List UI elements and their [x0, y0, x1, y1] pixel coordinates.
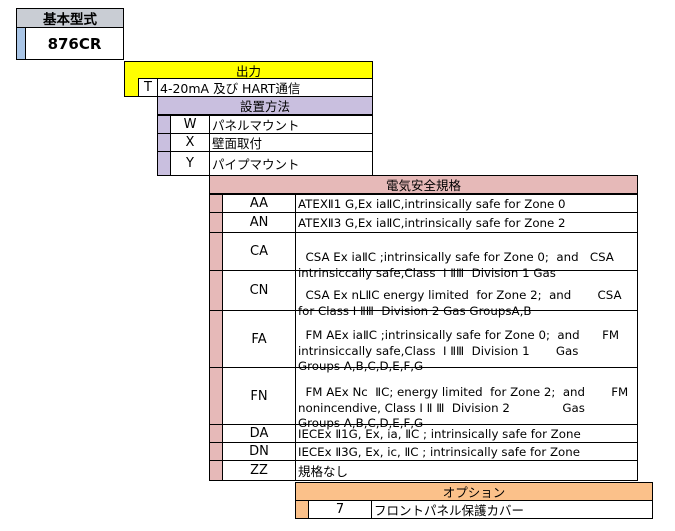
approval-code: FA	[251, 331, 267, 347]
approval-accent	[209, 460, 223, 481]
approval-code-cell: AN	[222, 212, 296, 233]
approval-desc-cell: CSA Ex nLⅡC energy limited for Zone 2; a…	[295, 270, 638, 318]
approval-desc-cell: FM AEx Nc ⅡC; energy limited for Zone 2;…	[295, 367, 638, 430]
mounting-desc: パイプマウント	[212, 157, 300, 172]
approval-code-cell: FA	[222, 310, 296, 368]
approval-desc: IECEx Ⅱ3G, Ex, ic, ⅡC ; intrinsically sa…	[298, 444, 580, 459]
mounting-code: Y	[186, 156, 194, 171]
option-header: オプション	[295, 482, 653, 501]
mounting-code-cell: Y	[170, 151, 210, 176]
mounting-accent	[157, 115, 171, 134]
mounting-accent	[157, 151, 171, 176]
approval-code: DA	[249, 426, 269, 441]
base-model-value-text: 876CR	[47, 34, 102, 53]
approval-code-cell: CA	[222, 232, 296, 271]
approval-desc-cell: ATEXⅡ1 G,Ex iaⅡC,intrinsically safe for …	[295, 194, 638, 213]
approval-accent	[209, 424, 223, 443]
option-accent	[295, 500, 309, 519]
approval-header: 電気安全規格	[209, 175, 638, 194]
approval-code: CA	[250, 244, 268, 259]
base-model-header-text: 基本型式	[43, 12, 97, 28]
base-model-value: 876CR	[25, 27, 124, 60]
approval-code: ZZ	[250, 463, 268, 478]
approval-desc: ATEXⅡ3 G,Ex iaⅡC,intrinsically safe for …	[298, 215, 566, 230]
approval-desc-cell: IECEx Ⅱ1G, Ex, ia, ⅡC ; intrinsically sa…	[295, 424, 638, 443]
output-header: 出力	[124, 61, 373, 79]
approval-desc: CSA Ex iaⅡC ;intrinsically safe for Zone…	[298, 250, 614, 280]
output-desc: 4-20mA 及び HART通信	[160, 81, 301, 96]
mounting-header-text: 設置方法	[239, 99, 290, 114]
mounting-accent	[157, 133, 171, 152]
mounting-desc: 壁面取付	[212, 136, 263, 151]
output-accent	[124, 78, 138, 97]
approval-desc-cell: CSA Ex iaⅡC ;intrinsically safe for Zone…	[295, 232, 638, 280]
output-header-text: 出力	[235, 63, 261, 79]
option-header-text: オプション	[442, 485, 506, 500]
approval-accent	[209, 232, 223, 271]
approval-desc: FM AEx iaⅡC ;intrinsically safe for Zone…	[298, 328, 620, 373]
approval-desc-cell: IECEx Ⅱ3G, Ex, ic, ⅡC ; intrinsically sa…	[295, 442, 638, 461]
approval-accent	[209, 270, 223, 311]
approval-code-cell: ZZ	[222, 460, 296, 481]
mounting-code: X	[185, 135, 195, 150]
approval-code: AN	[249, 215, 269, 230]
approval-accent	[209, 194, 223, 213]
option-desc-cell: フロントパネル保護カバー	[371, 500, 653, 519]
approval-desc-cell: ATEXⅡ3 G,Ex iaⅡC,intrinsically safe for …	[295, 212, 638, 233]
approval-desc-cell: FM AEx iaⅡC ;intrinsically safe for Zone…	[295, 310, 638, 373]
base-model-header: 基本型式	[16, 8, 124, 28]
output-code: T	[144, 80, 152, 95]
mounting-code-cell: X	[170, 133, 210, 152]
approval-code-cell: FN	[222, 367, 296, 425]
approval-desc: ATEXⅡ1 G,Ex iaⅡC,intrinsically safe for …	[298, 196, 566, 211]
approval-desc: FM AEx Nc ⅡC; energy limited for Zone 2;…	[298, 385, 629, 430]
approval-accent	[209, 367, 223, 425]
approval-accent	[209, 310, 223, 368]
mounting-desc: パネルマウント	[212, 118, 300, 133]
mounting-desc-cell: パネルマウント	[209, 115, 373, 134]
output-code-cell: T	[138, 78, 158, 97]
approval-code-cell: AA	[222, 194, 296, 213]
mounting-desc-cell: パイプマウント	[209, 151, 373, 176]
approval-code-cell: DN	[222, 442, 296, 461]
approval-code: AA	[249, 196, 269, 211]
mounting-desc-cell: 壁面取付	[209, 133, 373, 152]
approval-code: FN	[250, 388, 268, 404]
option-code: 7	[335, 502, 345, 517]
approval-code: DN	[249, 444, 269, 459]
option-code-cell: 7	[308, 500, 372, 519]
approval-desc: 規格なし	[298, 464, 349, 479]
approval-desc-cell: 規格なし	[295, 460, 638, 481]
approval-accent	[209, 212, 223, 233]
approval-code-cell: CN	[222, 270, 296, 311]
option-desc: フロントパネル保護カバー	[374, 503, 525, 518]
mounting-code-cell: W	[170, 115, 210, 134]
approval-code: CN	[249, 283, 269, 298]
mounting-code: W	[183, 117, 197, 132]
output-desc-cell: 4-20mA 及び HART通信	[157, 78, 373, 97]
approval-code-cell: DA	[222, 424, 296, 443]
mounting-header: 設置方法	[157, 96, 373, 115]
approval-header-text: 電気安全規格	[385, 178, 461, 193]
approval-desc: IECEx Ⅱ1G, Ex, ia, ⅡC ; intrinsically sa…	[298, 426, 581, 441]
approval-accent	[209, 442, 223, 461]
